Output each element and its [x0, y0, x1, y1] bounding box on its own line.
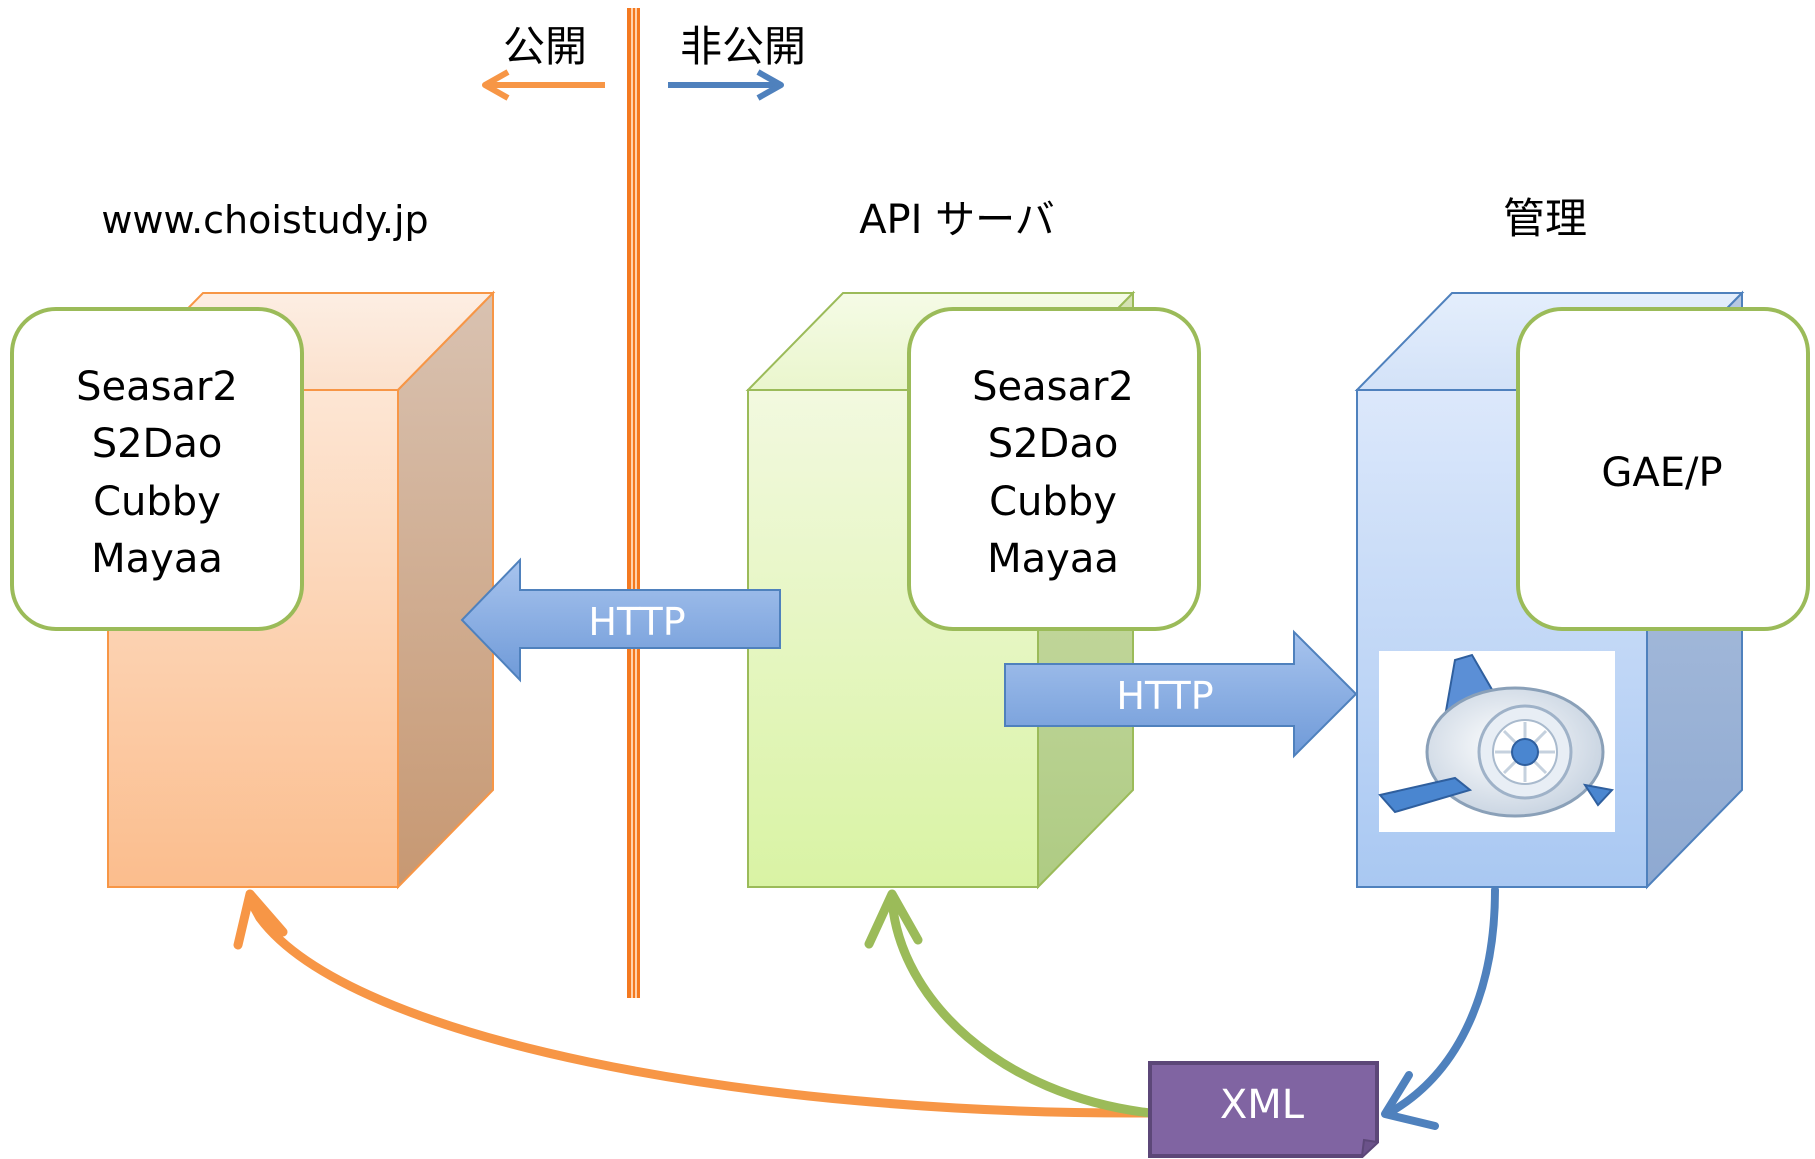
app-engine-logo-icon — [1378, 651, 1615, 832]
admin-to-xml-curve — [1381, 886, 1499, 1130]
private-direction-arrow — [668, 69, 784, 101]
www-server-title: www.choistudy.jp — [101, 198, 428, 242]
xml-label: XML — [1220, 1082, 1305, 1128]
http-arrow-api-to-www: HTTP — [460, 557, 781, 683]
www-stack-item: Mayaa — [91, 536, 223, 582]
admin-stack-item: GAE/P — [1601, 450, 1722, 496]
admin-stack-card: GAE/P — [1516, 307, 1810, 631]
api-stack-item: Cubby — [989, 479, 1117, 525]
xml-to-api-curve — [864, 889, 1155, 1118]
www-stack-card: Seasar2 S2Dao Cubby Mayaa — [10, 307, 304, 631]
api-stack-item: S2Dao — [988, 421, 1119, 467]
www-stack-item: S2Dao — [92, 421, 223, 467]
xml-document: XML — [1148, 1061, 1379, 1158]
xml-to-www-curve — [233, 889, 1155, 1118]
api-stack-card: Seasar2 S2Dao Cubby Mayaa — [907, 307, 1201, 631]
http-label: HTTP — [1116, 674, 1213, 718]
www-stack-item: Seasar2 — [76, 364, 238, 410]
api-server-title: API サーバ — [859, 197, 1055, 243]
admin-server-title: 管理 — [1503, 194, 1587, 243]
http-arrow-api-to-admin: HTTP — [1004, 629, 1358, 759]
private-label: 非公開 — [680, 22, 806, 71]
public-label: 公開 — [503, 22, 587, 71]
public-private-divider — [627, 8, 640, 998]
public-direction-arrow — [482, 69, 605, 101]
api-stack-item: Seasar2 — [972, 364, 1134, 410]
api-stack-item: Mayaa — [987, 536, 1119, 582]
www-stack-item: Cubby — [93, 479, 221, 525]
http-label: HTTP — [588, 600, 685, 644]
